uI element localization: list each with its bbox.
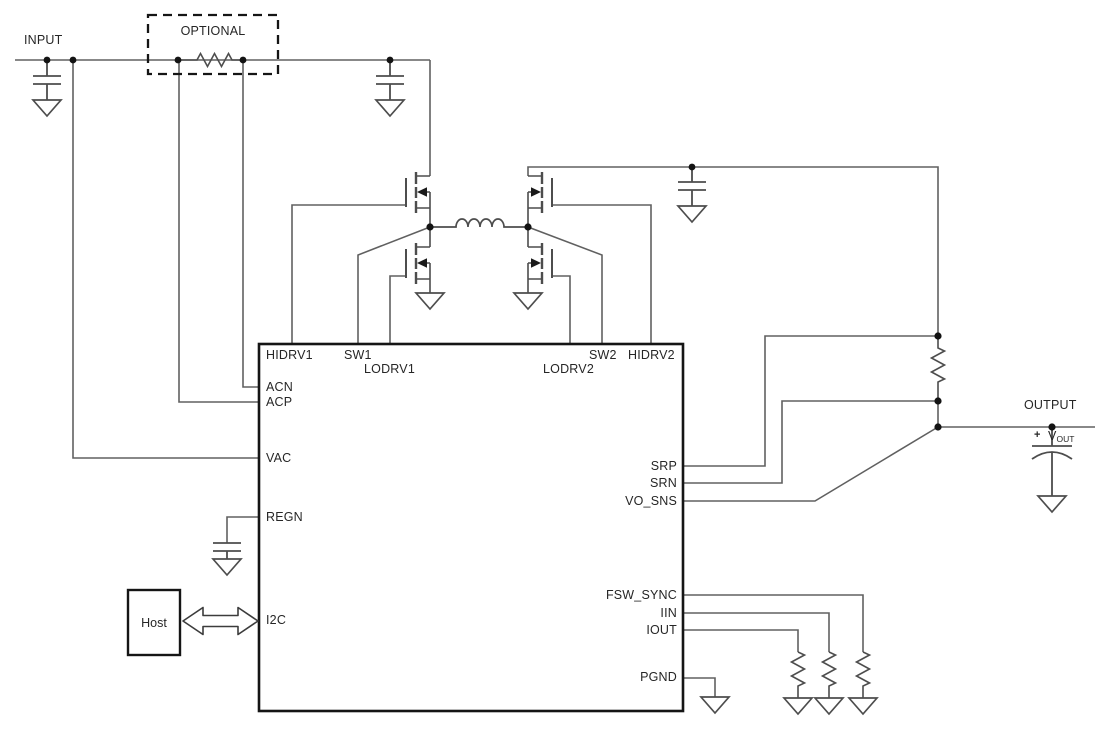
mosfet-q4-icon [527, 172, 553, 227]
sw2-wire [527, 226, 603, 344]
pin-label-acn: ACN [266, 380, 293, 394]
vout-sub: OUT [1056, 434, 1075, 444]
capacitors [33, 60, 1073, 559]
ground-icon [1036, 495, 1068, 514]
optional-dashed-box [146, 13, 280, 76]
pin-label-iin: IIN [660, 606, 677, 620]
pin-label-srp: SRP [650, 459, 677, 473]
ground-icon [31, 99, 63, 118]
output-capacitor [678, 167, 706, 206]
pin-label-hidrv2: HIDRV2 [628, 348, 675, 362]
iin-resistor [820, 651, 838, 698]
sw1-wire [357, 226, 431, 344]
i2c-bidirectional-arrow-icon [182, 606, 259, 636]
pin-label-lodrv2: LODRV2 [543, 362, 594, 376]
pin-label-iout: IOUT [646, 623, 677, 637]
ground-icon [211, 558, 243, 577]
acp-wire [178, 60, 259, 403]
regn-capacitor [213, 542, 241, 559]
ground-icon [374, 99, 406, 118]
mosfet-q3-icon [527, 227, 553, 293]
ground-icon [813, 697, 845, 716]
pin-label-sw1: SW1 [344, 348, 372, 362]
pin-label-fsw-sync: FSW_SYNC [605, 588, 677, 602]
fsw-sync-wire [683, 594, 864, 652]
pin-label-vo-sns: VO_SNS [625, 494, 677, 508]
srn-wire [683, 400, 938, 484]
pin-label-i2c: I2C [266, 613, 287, 627]
ground-icon [676, 205, 708, 224]
resistors [178, 51, 947, 698]
optional-label: OPTIONAL [180, 24, 246, 38]
iout-wire [683, 629, 799, 652]
host-box [126, 588, 182, 657]
vac-wire [72, 60, 259, 459]
host-label: Host [141, 615, 167, 630]
fsw-sync-resistor [854, 651, 872, 698]
pin-label-srn: SRN [650, 476, 677, 490]
current-sense-resistor [929, 336, 947, 401]
regn-wire [226, 516, 259, 543]
acn-wire [242, 60, 259, 388]
vout-electrolytic-capacitor [1031, 427, 1073, 496]
hidrv2-wire [552, 204, 652, 344]
pin-label-pgnd: PGND [640, 670, 677, 684]
pin-label-vac: VAC [266, 451, 292, 465]
vout-main: V [1048, 429, 1057, 443]
mosfet-q1-icon [405, 172, 431, 227]
inductor-icon [430, 218, 528, 228]
vout-label: VOUT [1048, 429, 1075, 444]
pin-label-hidrv1: HIDRV1 [266, 348, 313, 362]
hidrv1-wire [291, 204, 406, 344]
pin-label-lodrv1: LODRV1 [364, 362, 415, 376]
pin-label-acp: ACP [266, 395, 293, 409]
ground-icon [699, 696, 731, 715]
pgnd-wire [683, 677, 716, 697]
pin-label-sw2: SW2 [589, 348, 617, 362]
ground-icon [512, 292, 544, 311]
output-rail-wire [527, 166, 939, 336]
bulk-capacitor [376, 60, 404, 100]
ground-icon [414, 292, 446, 311]
ground-icon [847, 697, 879, 716]
vo-sns-wire [683, 426, 939, 502]
input-label: INPUT [24, 33, 63, 47]
junction-dots [43, 56, 1056, 431]
charger-ic-body [257, 342, 685, 713]
iout-resistor [789, 651, 807, 698]
pin-label-regn: REGN [266, 510, 303, 524]
srp-wire [683, 335, 938, 467]
ground-icon [782, 697, 814, 716]
lodrv1-wire [389, 275, 406, 344]
mosfet-q2-icon [405, 227, 431, 293]
iin-wire [683, 612, 830, 652]
input-capacitor [33, 60, 61, 100]
vout-plus-sign: + [1034, 429, 1041, 441]
optional-sense-resistor [178, 51, 243, 69]
output-label: OUTPUT [1024, 398, 1077, 412]
lodrv2-wire [552, 275, 571, 344]
